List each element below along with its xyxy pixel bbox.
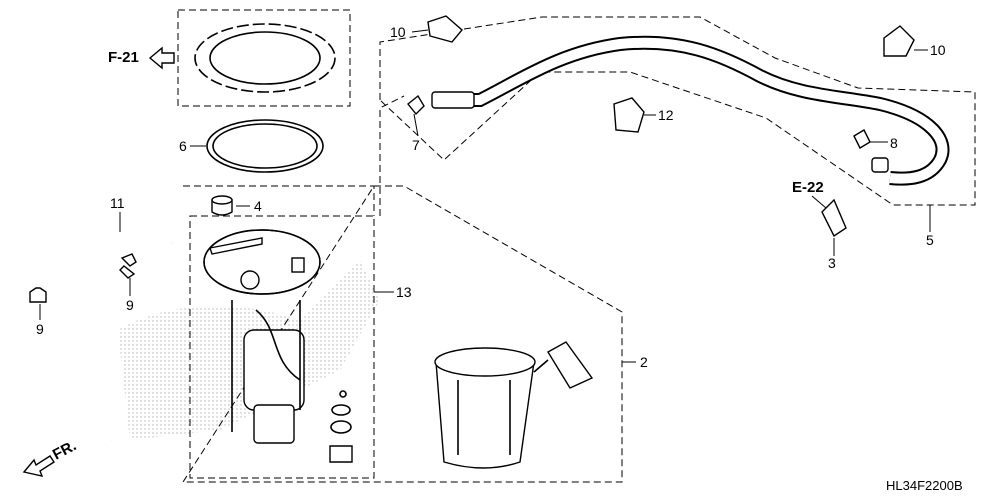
e22-label: E-22 <box>792 179 824 196</box>
pump-unit-box <box>189 215 375 479</box>
hose-clip-part-12 <box>613 97 645 133</box>
callout-8: 8 <box>890 135 898 151</box>
hose-clip-part-right <box>883 25 915 57</box>
f21-reference: F-21 <box>108 46 175 70</box>
callout-10-right: 10 <box>930 42 946 58</box>
callout-5: 5 <box>926 232 934 248</box>
filter-cap-part <box>211 195 233 216</box>
seal-plate-box <box>177 9 351 107</box>
arrow-left-icon <box>148 46 175 70</box>
callout-11: 11 <box>110 195 125 211</box>
f21-label: F-21 <box>108 49 139 66</box>
connector-clip-part-7 <box>407 94 425 116</box>
o-ring-stack-part <box>329 390 353 463</box>
callout-7: 7 <box>412 137 420 153</box>
callout-10-top: 10 <box>390 24 406 40</box>
diagram-code: HL34F2200B <box>886 478 963 493</box>
callout-2: 2 <box>640 354 648 370</box>
fuel-hose-part <box>431 35 950 186</box>
connector-leader <box>379 95 405 216</box>
fuel-pump-module-part <box>203 229 321 444</box>
callout-9-left: 9 <box>36 321 44 337</box>
assembly-box <box>182 185 623 483</box>
e22-reference: E-22 <box>792 179 827 209</box>
front-direction-indicator: FR. <box>22 437 79 477</box>
hose-group-box <box>379 16 976 206</box>
front-label: FR. <box>50 437 79 463</box>
seal-ring-part <box>206 119 324 173</box>
callout-13: 13 <box>396 284 412 300</box>
callout-3: 3 <box>828 255 836 271</box>
callout-6: 6 <box>179 138 187 154</box>
arrow-down-left-icon <box>22 455 55 477</box>
bracket-part-3 <box>821 198 847 238</box>
hose-clip-part-top <box>427 15 463 43</box>
breather-tube-part <box>68 230 174 441</box>
locking-ring-part <box>194 23 336 93</box>
callout-9-center: 9 <box>126 297 134 313</box>
tube-clip-part-left <box>29 287 47 303</box>
tube-clip-part-center <box>119 253 137 279</box>
fuel-housing-part <box>434 341 594 469</box>
callout-12: 12 <box>658 107 674 123</box>
connector-clip-part-8 <box>853 129 889 173</box>
callout-4: 4 <box>254 198 262 214</box>
